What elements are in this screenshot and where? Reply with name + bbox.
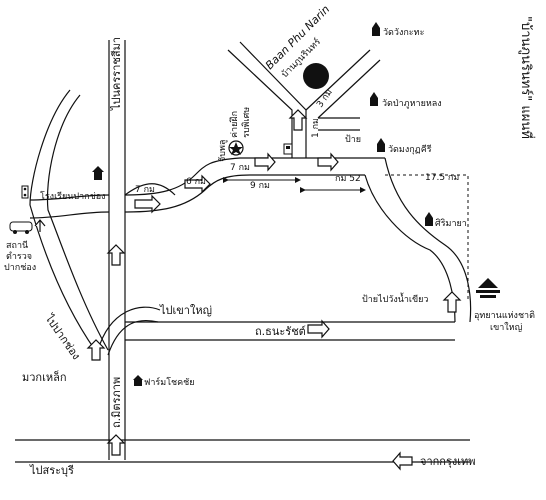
label-mittraphap: ถ.มิตรภาพ	[110, 377, 123, 428]
map-title: "บ้านภูนรินทร์" แผนที่	[518, 16, 535, 139]
label-jab-pool: จับพลู	[218, 140, 228, 162]
labels: ไปนครราชสีมา โรงเรียนปากช่อง สถานี ตำรวจ…	[4, 3, 535, 477]
farm-icon	[133, 375, 143, 386]
label-dist-1km: 1 กม	[311, 118, 321, 138]
label-dist-7km-a: 7 กม	[135, 185, 155, 195]
label-wat-pa-phu: วัดป่าภูหายหลง	[382, 99, 442, 109]
label-army-camp-1: ค่ายฝึก	[229, 111, 240, 138]
label-police-2: ตำรวจ	[6, 251, 32, 262]
traffic-light-icon	[21, 185, 29, 199]
label-sirimaya: ศิริมายา	[435, 218, 467, 229]
label-dist-9km: 9 กม	[250, 181, 270, 191]
label-from-bangkok: จากกรุงเทพ	[420, 455, 475, 468]
label-sign-wang-nam: ป้ายไปวังน้ำเขียว	[362, 292, 429, 305]
direction-arrows	[34, 109, 462, 471]
label-wat-wang-ka-tha: วัดวังกะทะ	[383, 28, 425, 38]
label-dist-6km: 6 กม	[186, 177, 206, 187]
label-wat-mongkol: วัดมงกุฏคีรี	[388, 144, 432, 155]
label-to-saraburi: ไปสระบุรี	[29, 464, 74, 477]
school-icon	[92, 166, 104, 180]
car-icon	[9, 221, 33, 234]
destination-dot-icon	[303, 63, 329, 89]
temple-icon	[370, 22, 433, 226]
gas-station-icon	[283, 143, 293, 155]
label-khao-yai-park-1: อุทยานแห่งชาติ	[474, 310, 535, 321]
label-police-1: สถานี	[6, 240, 28, 251]
star-icon	[228, 140, 244, 156]
label-mueang-lek: มวกเหล็ก	[22, 370, 67, 384]
label-sign: ป้าย	[345, 134, 361, 145]
label-khao-yai-park-2: เขาใหญ่	[490, 322, 523, 333]
label-to-khao-yai: ไปเขาใหญ่	[159, 304, 212, 317]
distance-markers	[223, 177, 366, 193]
label-km52: กม 52	[335, 174, 361, 184]
label-to-ratchasima: ไปนครราชสีมา	[110, 37, 123, 111]
park-icon	[476, 278, 500, 298]
label-farm: ฟาร์มโชคชัย	[144, 376, 195, 388]
label-school: โรงเรียนปากช่อง	[40, 191, 106, 202]
label-thanarat: ถ.ธนะรัชต์	[255, 325, 306, 338]
label-dist-7km-b: 7 กม	[230, 163, 250, 173]
label-dist-3km: 3 กม	[315, 88, 335, 110]
label-police-3: ปากช่อง	[4, 263, 36, 273]
label-17-5km: 17.5 กม	[425, 173, 459, 183]
label-to-pak-chong: ไปปากช่อง	[42, 311, 83, 362]
label-army-camp-2: รบพิเศษ	[241, 107, 252, 138]
